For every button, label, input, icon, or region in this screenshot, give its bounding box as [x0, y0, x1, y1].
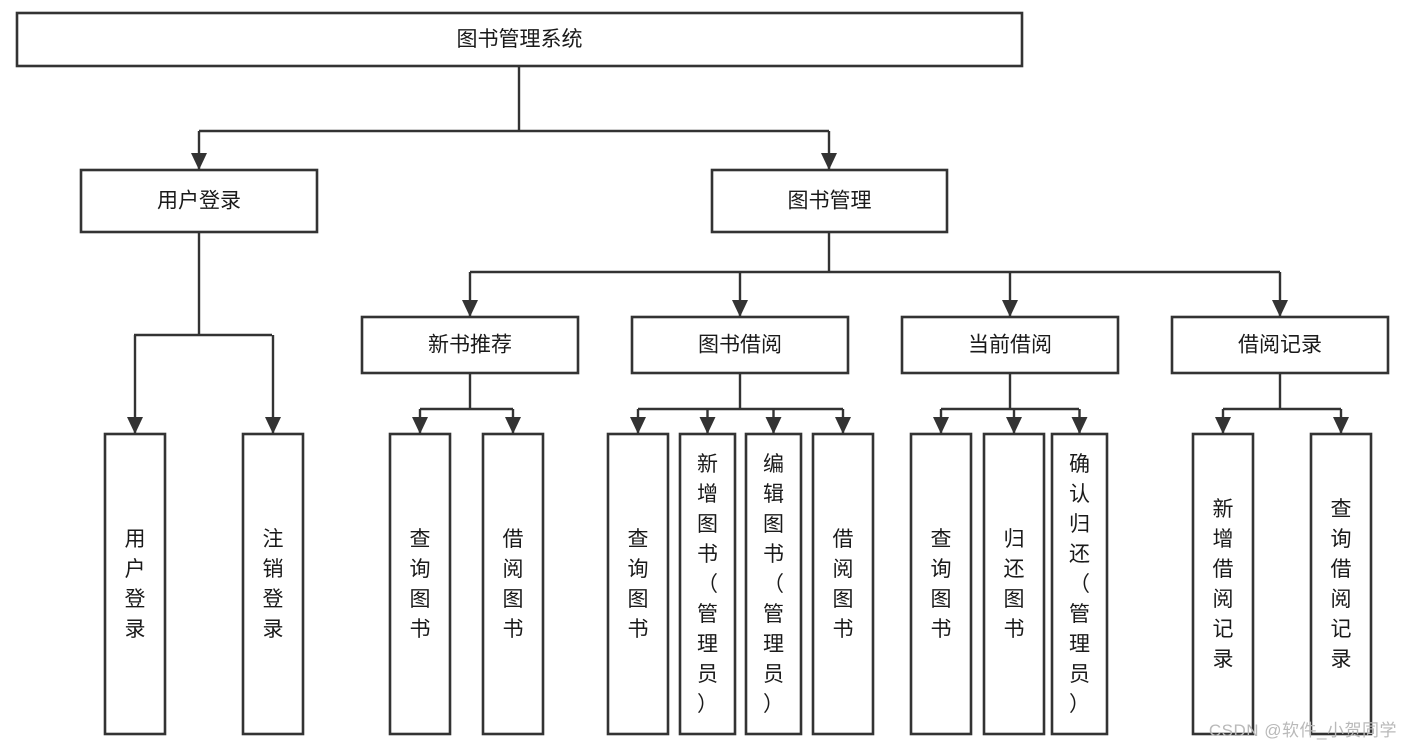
- node-label: 注销登录: [263, 528, 284, 641]
- node-box[interactable]: [1191, 432, 1255, 736]
- node-label: 编辑图书（管理员）: [763, 453, 784, 716]
- connectors-layer: [127, 66, 1349, 434]
- node-box[interactable]: [360, 315, 580, 375]
- node-label: 新增图书（管理员）: [697, 453, 718, 716]
- node-label: 用户登录: [125, 528, 146, 641]
- connector-drop-l3: [412, 409, 428, 434]
- nodes-layer: 图书管理系统用户登录图书管理新书推荐图书借阅当前借阅借阅记录用户登录注销登录查询…: [15, 11, 1390, 736]
- connector-drop-l1: [127, 335, 143, 434]
- node-label: 新书推荐: [428, 334, 512, 357]
- node-leaf-l11-确认归还管理员[interactable]: 确认归还（管理员）: [1050, 432, 1109, 736]
- node-leaf-l7-编辑图书管理员[interactable]: 编辑图书（管理员）: [744, 432, 803, 736]
- connector-drop-user-login: [191, 131, 207, 170]
- node-box[interactable]: [1050, 432, 1109, 736]
- node-label: 查询图书: [628, 528, 649, 641]
- connector-drop-l12: [1215, 409, 1231, 434]
- node-当前借阅-l3[interactable]: 当前借阅: [900, 315, 1120, 375]
- node-label: 借阅记录: [1238, 334, 1322, 357]
- connector-drop-借阅记录: [1272, 272, 1288, 317]
- node-box[interactable]: [982, 432, 1046, 736]
- connector-drop-l5: [630, 409, 646, 434]
- connector-bus-new-books: [420, 373, 513, 411]
- node-leaf-l5-查询图书[interactable]: 查询图书: [606, 432, 670, 736]
- node-借阅记录-l3[interactable]: 借阅记录: [1170, 315, 1390, 375]
- connector-drop-l13: [1333, 409, 1349, 434]
- node-box[interactable]: [710, 168, 949, 234]
- node-图书管理-l2[interactable]: 图书管理: [710, 168, 949, 234]
- connector-drop-l11: [1071, 409, 1088, 434]
- connector-drop-l9: [933, 409, 949, 434]
- watermark-text: CSDN @软件_小贺同学: [1208, 721, 1397, 740]
- node-box[interactable]: [388, 432, 452, 736]
- node-box[interactable]: [103, 432, 167, 736]
- node-box[interactable]: [744, 432, 803, 736]
- node-box[interactable]: [15, 11, 1024, 68]
- node-label: 查询借阅记录: [1331, 498, 1352, 671]
- node-leaf-l13-查询借阅记录[interactable]: 查询借阅记录: [1309, 432, 1373, 736]
- connector-bus-root: [199, 66, 829, 133]
- connector-drop-l6: [699, 409, 716, 434]
- node-leaf-l8-借阅图书[interactable]: 借阅图书: [811, 432, 875, 736]
- node-label: 图书管理系统: [457, 28, 583, 51]
- node-label: 当前借阅: [968, 334, 1052, 357]
- node-label: 借阅图书: [833, 528, 854, 641]
- node-box[interactable]: [1170, 315, 1390, 375]
- connector-drop-图书借阅: [732, 272, 748, 317]
- connector-drop-l8: [835, 409, 851, 434]
- connector-bus-book-mgmt: [470, 232, 1280, 274]
- node-box[interactable]: [630, 315, 850, 375]
- node-box[interactable]: [481, 432, 545, 736]
- connector-bus-current: [941, 373, 1079, 411]
- node-box[interactable]: [811, 432, 875, 736]
- node-box[interactable]: [678, 432, 737, 736]
- connector-drop-l2: [265, 335, 281, 434]
- node-leaf-l10-归还图书[interactable]: 归还图书: [982, 432, 1046, 736]
- node-label: 借阅图书: [503, 528, 524, 641]
- node-label: 用户登录: [157, 190, 241, 213]
- node-leaf-l12-新增借阅记录[interactable]: 新增借阅记录: [1191, 432, 1255, 736]
- node-box[interactable]: [79, 168, 319, 234]
- node-label: 图书管理: [788, 190, 872, 213]
- node-box[interactable]: [241, 432, 305, 736]
- node-box[interactable]: [900, 315, 1120, 375]
- connector-bus-records: [1223, 373, 1341, 411]
- node-label: 新增借阅记录: [1213, 498, 1234, 671]
- connector-bus-user-login: [134, 232, 272, 337]
- connector-drop-l4: [505, 409, 521, 434]
- node-leaf-l6-新增图书管理员[interactable]: 新增图书（管理员）: [678, 432, 737, 736]
- node-图书管理系统-root[interactable]: 图书管理系统: [15, 11, 1024, 68]
- node-box[interactable]: [1309, 432, 1373, 736]
- node-box[interactable]: [606, 432, 670, 736]
- connector-drop-新书推荐: [462, 272, 478, 317]
- node-leaf-l2-注销登录[interactable]: 注销登录: [241, 432, 305, 736]
- node-label: 图书借阅: [698, 334, 782, 357]
- node-label: 确认归还（管理员）: [1069, 453, 1090, 716]
- node-label: 归还图书: [1004, 528, 1025, 641]
- node-图书借阅-l3[interactable]: 图书借阅: [630, 315, 850, 375]
- node-leaf-l3-查询图书[interactable]: 查询图书: [388, 432, 452, 736]
- connector-drop-l7: [765, 409, 782, 434]
- node-label: 查询图书: [410, 528, 431, 641]
- connector-drop-l10: [1006, 409, 1022, 434]
- connector-bus-borrow: [638, 373, 843, 411]
- node-box[interactable]: [909, 432, 973, 736]
- node-leaf-l9-查询图书[interactable]: 查询图书: [909, 432, 973, 736]
- node-新书推荐-l3[interactable]: 新书推荐: [360, 315, 580, 375]
- node-leaf-l4-借阅图书[interactable]: 借阅图书: [481, 432, 545, 736]
- node-label: 查询图书: [931, 528, 952, 641]
- connector-drop-当前借阅: [1002, 272, 1018, 317]
- node-leaf-l1-用户登录[interactable]: 用户登录: [103, 432, 167, 736]
- connector-drop-book-management: [821, 131, 837, 170]
- node-用户登录-l2[interactable]: 用户登录: [79, 168, 319, 234]
